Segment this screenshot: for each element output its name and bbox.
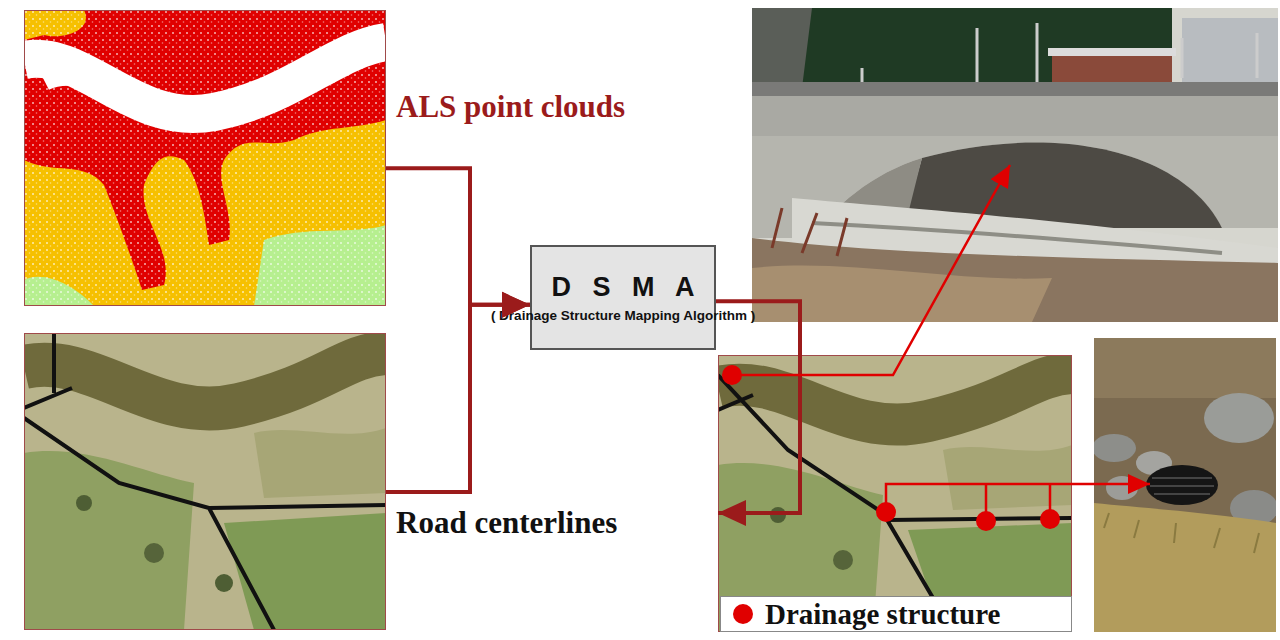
flow-arrow xyxy=(386,168,530,304)
bridge-photo xyxy=(752,8,1278,322)
structure-dot xyxy=(722,365,742,385)
aerial-image xyxy=(24,333,386,630)
leader-line xyxy=(886,484,1150,512)
process-box: D S M A( Drainage Structure Mapping Algo… xyxy=(530,245,716,350)
image-panel: ALS point clouds xyxy=(24,10,386,306)
legend-text: Drainage structure xyxy=(765,598,1000,631)
image-panel: Road centerlines xyxy=(24,333,386,630)
process-subtitle: ( Drainage Structure Mapping Algorithm ) xyxy=(491,307,755,325)
legend-box: Drainage structure xyxy=(720,596,1072,632)
structure-dot xyxy=(976,511,996,531)
image-label: Road centerlines xyxy=(396,506,617,540)
flow-arrow xyxy=(386,305,530,492)
process-title: D S M A xyxy=(545,271,702,303)
point-cloud-image xyxy=(24,10,386,306)
structure-dot xyxy=(876,502,896,522)
leader-line xyxy=(732,165,1010,375)
output-map xyxy=(718,355,1072,632)
culvert-photo xyxy=(1094,338,1276,632)
flow-arrow xyxy=(716,301,800,513)
legend-swatch xyxy=(733,604,753,624)
image-label: ALS point clouds xyxy=(396,90,625,124)
output-map-panel xyxy=(718,355,1072,632)
leader-line xyxy=(986,484,1050,521)
structure-dot xyxy=(1040,509,1060,529)
